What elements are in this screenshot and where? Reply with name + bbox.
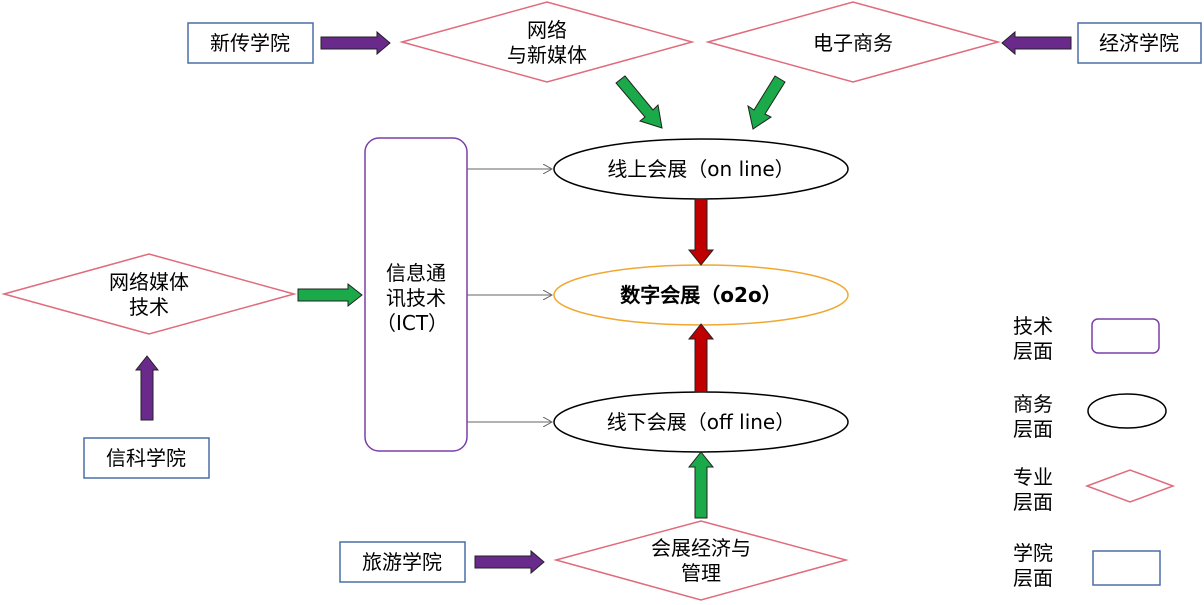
legend-tech-level: 技术 层面 [1013,314,1160,363]
major-ecommerce-label: 电子商务 [813,31,893,55]
major-network-media-tech: 网络媒体 技术 [1,253,297,335]
business-online-label: 线上会展（on line） [607,157,794,181]
arrow-ecommerce-to-online [747,75,786,130]
college-lvyou: 旅游学院 [339,541,466,583]
legend-tech-line1: 技术 [1013,314,1053,338]
arrow-online-to-digital [687,198,715,266]
legend-major-line2: 层面 [1013,490,1053,514]
tech-ict-line1: 信息通 [386,261,446,285]
legend-major-line1: 专业 [1013,465,1053,489]
tech-ict: 信息通 讯技术 （ICT） [364,137,468,452]
legend-college-line2: 层面 [1013,566,1053,590]
legend: 技术 层面 商务 层面 专业 层面 学院 层面 [1013,314,1176,590]
arrow-jingji-to-major [1001,30,1072,56]
arrow-exhibition-to-offline [687,451,715,519]
major-network-new-media: 网络 与新媒体 [399,1,695,83]
college-jingji-label: 经济学院 [1099,31,1179,55]
college-lvyou-label: 旅游学院 [362,550,442,574]
arrow-xinchuan-to-major [320,30,391,56]
legend-major-level: 专业 层面 [1013,465,1176,514]
major-exhibition-econ: 会展经济与 管理 [553,520,849,601]
legend-business-line1: 商务 [1013,392,1053,416]
legend-college-line1: 学院 [1013,541,1053,565]
business-digital-label: 数字会展（o2o） [620,283,781,307]
major-network-media-tech-line2: 技术 [129,295,169,319]
legend-business-swatch [1087,393,1167,429]
business-offline: 线下会展（off line） [553,391,849,453]
business-digital: 数字会展（o2o） [553,264,849,326]
college-xinchuan-label: 新传学院 [210,31,290,55]
major-network-media-tech-line1: 网络媒体 [109,270,189,294]
legend-business-line2: 层面 [1013,417,1053,441]
arrow-network-media-to-online [615,75,663,129]
business-offline-label: 线下会展（off line） [607,410,795,434]
tech-ict-line3: （ICT） [376,311,448,335]
major-network-new-media-line1: 网络 [527,18,567,42]
college-xinke-label: 信科学院 [106,446,186,470]
business-online: 线上会展（on line） [553,138,849,200]
arrow-lvyou-to-major [474,549,545,575]
legend-major-swatch [1084,469,1176,503]
legend-tech-swatch [1091,318,1160,354]
arrow-media-tech-to-ict [297,282,363,308]
legend-college-level: 学院 层面 [1013,541,1161,590]
legend-college-swatch [1092,550,1161,586]
arrow-offline-to-digital [687,323,715,393]
major-exhibition-econ-line1: 会展经济与 [651,536,751,560]
major-ecommerce: 电子商务 [705,1,1001,83]
major-network-new-media-line2: 与新媒体 [507,43,587,67]
arrow-xinke-to-major [134,355,160,421]
college-jingji: 经济学院 [1077,22,1202,64]
major-exhibition-econ-line2: 管理 [681,561,721,585]
tech-ict-line2: 讯技术 [386,286,446,310]
college-xinke: 信科学院 [83,437,210,479]
legend-tech-line2: 层面 [1013,339,1053,363]
legend-business-level: 商务 层面 [1013,392,1167,441]
college-xinchuan: 新传学院 [187,22,314,64]
